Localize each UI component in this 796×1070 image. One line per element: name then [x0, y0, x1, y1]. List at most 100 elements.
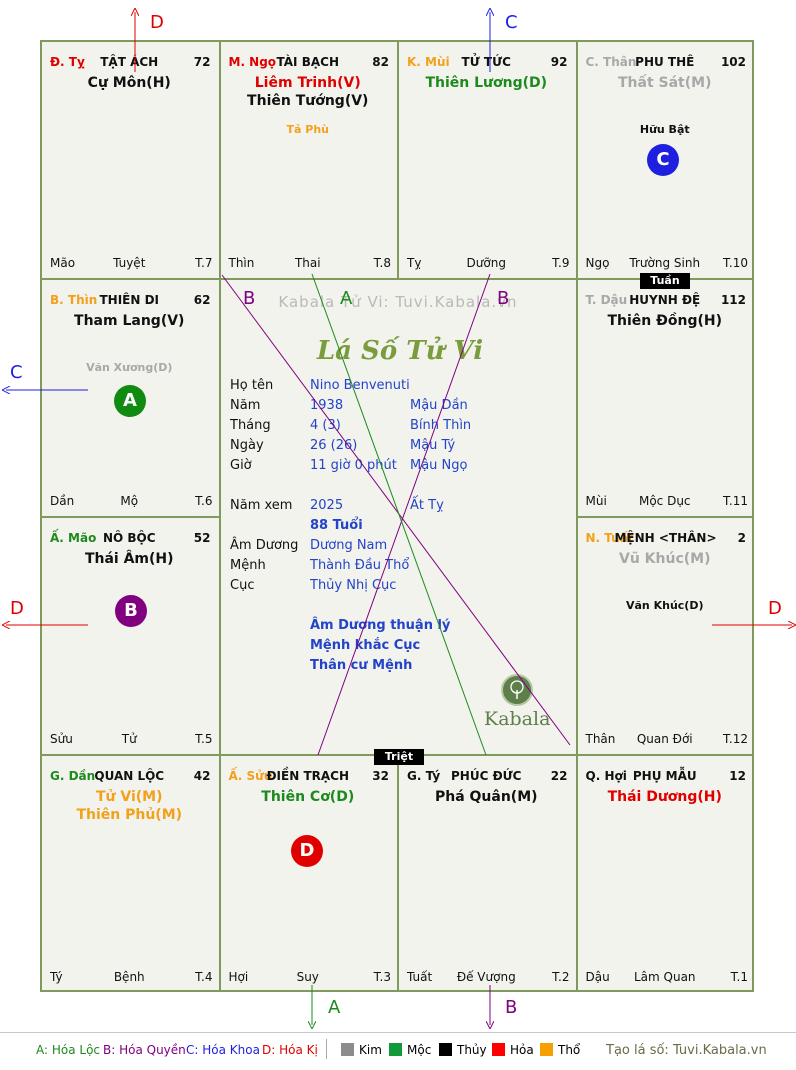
palace-number: 82	[372, 55, 389, 69]
line-green	[311, 273, 487, 756]
label-name: Họ tên	[230, 378, 274, 393]
value-month-cc: Bính Thìn	[410, 418, 472, 433]
palace-period: T.11	[723, 494, 748, 508]
value-view-year-cc: Ất Tỵ	[410, 498, 444, 513]
line-label-b2: B	[497, 288, 510, 309]
major-star: Thiên Đồng(H)	[607, 313, 722, 329]
grid-line	[218, 278, 221, 754]
label-cuc: Cục	[230, 578, 255, 593]
palace-number: 102	[720, 55, 746, 69]
legend-divider-bar	[326, 1039, 327, 1059]
grid-line	[40, 516, 219, 518]
label-hour: Giờ	[230, 458, 252, 473]
palace-stage: Tuyệt	[113, 256, 146, 270]
watermark-text: Kabala Tử Vi: Tuvi.Kabala.vn	[278, 293, 518, 311]
palace-stage: Lâm Quan	[633, 970, 696, 984]
minor-star: Hữu Bật	[639, 123, 690, 136]
legend-tho: Thổ	[540, 1043, 580, 1057]
major-star: Thất Sát(M)	[618, 75, 712, 91]
palace-number: 52	[193, 531, 211, 545]
palace-branch: Sửu	[50, 732, 73, 746]
legend-moc: Mộc	[389, 1043, 431, 1057]
label-month: Tháng	[230, 418, 271, 433]
legend-site[interactable]: Tạo lá số: Tuvi.Kabala.vn	[606, 1043, 767, 1058]
tuan-tag: Tuần	[640, 273, 690, 289]
palace-stage: Bệnh	[113, 970, 145, 984]
grid-line	[575, 516, 754, 518]
thuy-swatch-icon	[439, 1043, 452, 1056]
arrow-label-bottom-left: A	[328, 997, 341, 1018]
hoa-swatch-icon	[492, 1043, 505, 1056]
palace-period: T.9	[552, 256, 570, 270]
value-amduong: Dương Nam	[310, 538, 388, 553]
palace-can: N. Tuất	[585, 531, 634, 545]
palace-branch: Ngọ	[585, 256, 610, 270]
palace-branch: Mão	[50, 256, 76, 270]
palace-can: K. Mùi	[407, 55, 450, 69]
note-3: Thân cư Mệnh	[310, 658, 413, 673]
note-1: Âm Dương thuận lý	[310, 618, 451, 633]
palace-can: T. Dậu	[585, 293, 628, 307]
major-star: Thái Âm(H)	[84, 551, 174, 567]
line-purple-1	[221, 274, 571, 746]
major-star: Vũ Khúc(M)	[619, 551, 711, 567]
palace-name: TỬ TỨC	[461, 55, 511, 69]
major-star: Cự Môn(H)	[87, 75, 171, 91]
palace-stage: Thai	[294, 256, 321, 270]
legend: A: Hóa Lộc B: Hóa Quyền C: Hóa Khoa D: H…	[0, 1035, 796, 1065]
palace-number: 72	[193, 55, 211, 69]
palace-period: T.10	[723, 256, 748, 270]
palace-can: M. Ngọ	[228, 55, 277, 69]
palace-name: PHỤ MẪU	[632, 769, 697, 783]
arrow-label-top-left: D	[150, 12, 164, 33]
value-hour-cc: Mậu Ngọ	[410, 458, 468, 473]
palace-number: 12	[729, 769, 746, 783]
circle-c: C	[647, 144, 679, 176]
palace-stage: Dưỡng	[466, 256, 506, 270]
grid-line	[397, 40, 399, 278]
palace-can: G. Dần	[50, 769, 96, 783]
value-year-cc: Mậu Dần	[410, 398, 468, 413]
palace-branch: Tuất	[407, 970, 433, 984]
line-label-b1: B	[243, 288, 256, 309]
major-star: Thái Dương(H)	[607, 789, 722, 805]
value-view-year: 2025	[310, 498, 344, 513]
arrow-label-right: D	[768, 598, 782, 619]
palace-period: T.7	[195, 256, 213, 270]
palace-can: B. Thìn	[50, 293, 98, 307]
palace-number: 92	[550, 55, 568, 69]
palace-period: T.4	[195, 970, 213, 984]
palace-name: THIÊN DI	[99, 293, 160, 307]
line-purple-2	[317, 273, 491, 756]
palace-branch: Hợi	[228, 970, 249, 984]
palace-branch: Thân	[585, 732, 616, 746]
palace-name: PHÚC ĐỨC	[451, 769, 522, 783]
label-menh: Mệnh	[230, 558, 266, 573]
circle-d: D	[291, 835, 323, 867]
palace-name: HUYNH ĐỆ	[629, 293, 701, 307]
palace-can: Đ. Tỵ	[50, 55, 85, 69]
moc-swatch-icon	[389, 1043, 402, 1056]
palace-period: T.8	[373, 256, 391, 270]
legend-a: A: Hóa Lộc	[36, 1043, 101, 1057]
legend-b: B: Hóa Quyền	[103, 1043, 186, 1057]
label-year: Năm	[230, 398, 261, 413]
kim-swatch-icon	[341, 1043, 354, 1056]
arrow-label-top-right: C	[505, 12, 518, 33]
palace-branch: Tỵ	[407, 256, 422, 270]
major-star: Phá Quân(M)	[434, 789, 538, 805]
palace-branch: Dậu	[585, 970, 610, 984]
palace-number: 22	[550, 769, 568, 783]
minor-star: Văn Khúc(D)	[626, 599, 704, 612]
palace-period: T.12	[723, 732, 748, 746]
palace-number: 42	[193, 769, 211, 783]
palace-stage: Đế Vượng	[456, 970, 516, 984]
